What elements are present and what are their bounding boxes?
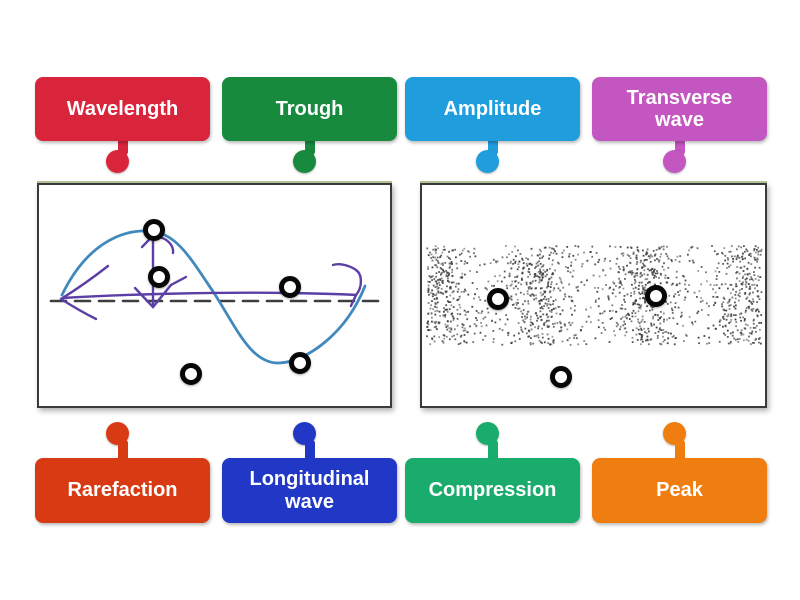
transverse-wave-drawing xyxy=(49,229,382,365)
transverse-wave-panel xyxy=(37,181,392,408)
longitudinal-dots xyxy=(426,245,763,346)
connector-pin xyxy=(293,422,316,445)
draggable-label-rarefaction[interactable]: Rarefaction xyxy=(35,458,210,523)
drop-target-circle[interactable] xyxy=(180,363,202,385)
draggable-label-longitudinal-wave[interactable]: Longitudinal wave xyxy=(222,458,397,523)
connector-stem xyxy=(487,440,498,460)
drop-target-circle[interactable] xyxy=(487,288,509,310)
connector-stem xyxy=(117,137,128,155)
wavelength-amplitude-arrows xyxy=(59,233,363,321)
connector-pin xyxy=(663,150,686,173)
longitudinal-wave-panel xyxy=(420,181,767,408)
draggable-label-compression[interactable]: Compression xyxy=(405,458,580,523)
connector-stem xyxy=(117,440,128,460)
draggable-label-wavelength[interactable]: Wavelength xyxy=(35,77,210,141)
sine-curve xyxy=(60,229,367,365)
drop-target-circle[interactable] xyxy=(279,276,301,298)
connector-pin xyxy=(293,150,316,173)
connector-pin xyxy=(106,422,129,445)
connector-stem xyxy=(674,137,685,155)
connector-stem xyxy=(304,440,315,460)
connector-pin xyxy=(476,422,499,445)
draggable-label-trough[interactable]: Trough xyxy=(222,77,397,141)
draggable-label-transverse-wave[interactable]: Transverse wave xyxy=(592,77,767,141)
connector-stem xyxy=(487,137,498,155)
draggable-label-peak[interactable]: Peak xyxy=(592,458,767,523)
draggable-label-amplitude[interactable]: Amplitude xyxy=(405,77,580,141)
connector-pin xyxy=(106,150,129,173)
connector-pin xyxy=(663,422,686,445)
connector-pin xyxy=(476,150,499,173)
drop-target-circle[interactable] xyxy=(550,366,572,388)
drop-target-circle[interactable] xyxy=(148,266,170,288)
connector-stem xyxy=(304,137,315,155)
drop-target-circle[interactable] xyxy=(289,352,311,374)
connector-stem xyxy=(674,440,685,460)
drop-target-circle[interactable] xyxy=(143,219,165,241)
drop-target-circle[interactable] xyxy=(645,285,667,307)
